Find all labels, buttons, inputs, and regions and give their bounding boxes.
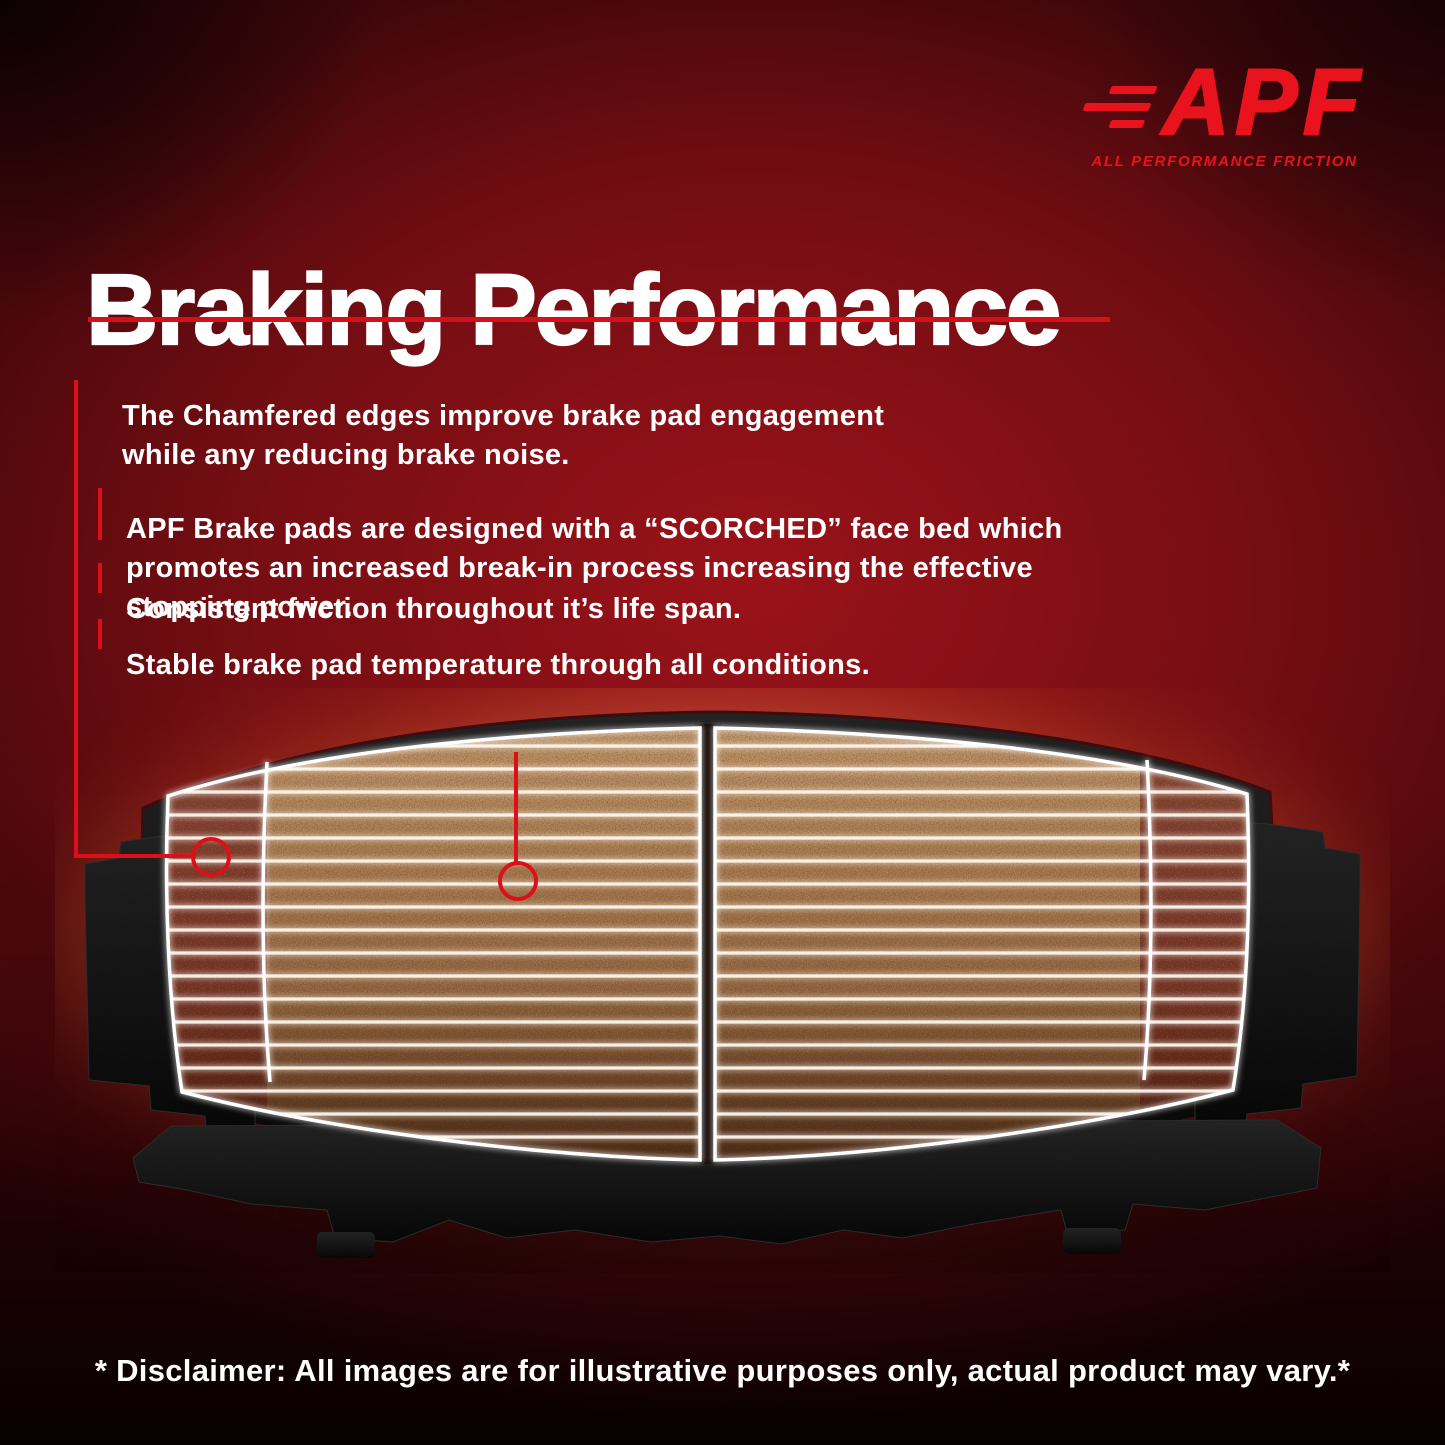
brake-pad-figure <box>55 688 1375 1268</box>
bullet-tick <box>98 488 102 540</box>
speed-line <box>1108 120 1146 129</box>
disclaimer-text: * Disclaimer: All images are for illustr… <box>94 1353 1351 1388</box>
callout-line-facebed-vertical <box>514 752 518 864</box>
apf-tagline: ALL PERFORMANCE FRICTION <box>1091 152 1358 170</box>
bullet-tick <box>98 619 102 649</box>
callout-line-chamfer-vertical <box>74 380 78 858</box>
speed-line <box>1082 103 1152 112</box>
bullet-chamfered-edges: The Chamfered edges improve brake pad en… <box>122 400 885 471</box>
left-brake-pad <box>166 728 701 1160</box>
apf-logo-mark: APF <box>1082 49 1365 154</box>
right-brake-pad <box>715 728 1249 1160</box>
callout-circle-chamfered-edge <box>191 837 231 877</box>
page-title: Braking Performance <box>85 253 1063 367</box>
bullet-scorched-face-bed: APF Brake pads are designed with a “SCOR… <box>126 513 1063 623</box>
apf-wordmark: APF <box>1161 49 1365 154</box>
bullet-stable-temperature: Stable brake pad temperature through all… <box>126 649 870 681</box>
speed-line <box>1108 86 1158 95</box>
apf-logo: APF ALL PERFORMANCE FRICTION <box>1082 49 1365 170</box>
callout-line-chamfer-horizontal <box>74 854 196 858</box>
pad-outlines <box>164 726 1251 1162</box>
title-underline <box>88 317 1110 322</box>
callout-circle-face-bed <box>498 861 538 901</box>
bullet-tick <box>98 563 102 593</box>
bullet-consistent-friction: Consistent friction throughout it’s life… <box>126 593 742 625</box>
speed-lines-icon <box>1076 86 1158 129</box>
